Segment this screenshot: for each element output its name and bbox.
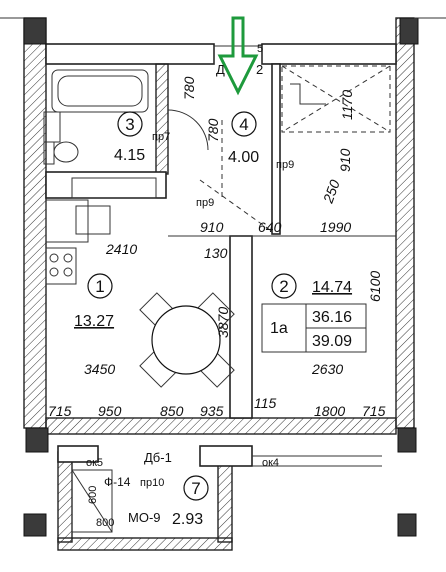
partition-wall [229,235,253,419]
dim-label: 1990 [320,219,351,235]
opening-label: ок4 [262,457,279,469]
dim-label: 910 [200,219,224,235]
opening-label: пр9 [276,159,294,171]
window-ok5-sill [57,445,99,463]
top-wall-right [261,43,397,65]
column-mid-right [397,427,417,453]
opening-label: Дб-1 [144,450,172,465]
right-wall [395,17,415,429]
dim-label: 715 [362,403,386,419]
room-7-area: 2.93 [172,511,203,528]
room-4-number: 4 [239,115,248,134]
balcony-left-wall [57,451,73,543]
dim-label: 935 [200,403,224,419]
opening-label: Д [216,62,225,77]
opening-label: пр9 [196,197,214,209]
entry-arrow [217,16,259,96]
room-3-number: 3 [125,115,134,134]
room-markers: 3 4 1 2 7 [87,111,297,501]
door-arc-bath [167,109,209,151]
cabinets [71,177,157,199]
bottom-wall [45,417,397,435]
opening-label: пр7 [152,131,170,143]
bath-bottom-wall [45,171,167,199]
closet-box [281,65,391,133]
room-4-area: 4.00 [228,149,259,166]
dim-label: 3450 [84,361,115,377]
opening-label: 2 [256,62,263,77]
dining-table [139,292,235,388]
room-2-area: 14.74 [312,279,352,296]
room-areas: 4.15 4.00 13.27 14.74 2.93 [74,147,352,528]
bathtub [51,69,149,113]
bathroom-fixtures [43,69,149,165]
dim-label: 640 [258,219,282,235]
column-top-left [23,17,47,45]
stove [45,247,77,285]
window-ok4-sill [199,445,253,467]
dim-label: 115 [254,395,277,411]
interior-walls [45,63,396,419]
apartment-summary: 1a 36.16 39.09 [261,303,367,353]
opening-label: ок5 [86,457,103,469]
balcony-bottom-wall [57,537,233,551]
dim-label: 800 [96,517,114,529]
room-2-number: 2 [279,277,288,296]
down-arrow-icon [217,16,259,96]
room-3-area: 4.15 [114,147,145,164]
closet-wall [271,63,281,235]
room-7-number: 7 [191,479,200,498]
kitchen-fixtures [45,177,157,285]
dim-label: 6100 [367,271,383,302]
total-area: 39.09 [312,333,352,350]
dim-label: 780 [181,76,197,100]
dim-label: 130 [204,245,228,261]
column-bottom-right [397,513,417,537]
toilet [53,141,79,163]
dim-label: 250 [319,177,342,206]
equipment-labels: Ф-14 МО-9 [104,475,161,525]
opening-labels: пр7 пр9 пр9 пр10 ок5 ок4 Дб-1 Д 2 5 [86,43,294,489]
dimension-labels: 780 780 1170 910 250 1990 910 640 2410 1… [48,76,386,529]
outer-walls [0,17,446,537]
equipment-label: МО-9 [128,510,161,525]
room-1-area: 13.27 [74,313,114,330]
dim-label: 2410 [105,241,137,257]
dim-label: 600 [87,486,99,504]
kitchen-sink [45,199,89,243]
dim-label: 950 [98,403,122,419]
bath-wall [155,63,169,175]
column-mid-left [25,427,49,453]
room-1-number: 1 [95,277,104,296]
dim-label: 780 [205,118,221,142]
dim-label: 910 [337,148,353,172]
living-area: 36.16 [312,309,352,326]
opening-label: 5 [257,43,263,55]
apartment-type: 1a [270,320,288,337]
equipment-label: Ф-14 [104,475,131,489]
dim-label: 715 [48,403,72,419]
dim-label: 3870 [215,307,231,338]
top-wall-left [45,43,215,65]
column-bottom-left [23,513,47,537]
balcony [57,445,382,551]
opening-label: пр10 [140,477,164,489]
doors [167,45,263,237]
dim-label: 1170 [339,90,355,120]
closet [199,65,391,231]
column-top-right [399,17,419,45]
dim-label: 850 [160,403,184,419]
dim-label: 2630 [311,361,343,377]
dim-label: 1800 [314,403,345,419]
left-wall [23,17,47,429]
